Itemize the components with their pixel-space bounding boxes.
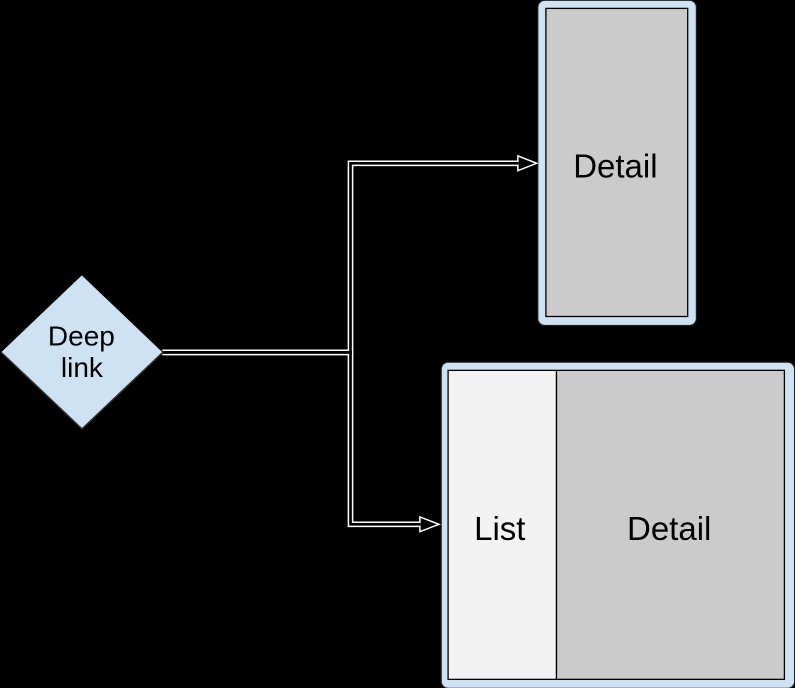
svg-text:Deep: Deep bbox=[48, 321, 115, 352]
svg-text:link: link bbox=[61, 352, 104, 383]
svg-text:Detail: Detail bbox=[573, 148, 657, 185]
svg-text:List: List bbox=[474, 510, 525, 547]
svg-text:Detail: Detail bbox=[627, 510, 711, 547]
